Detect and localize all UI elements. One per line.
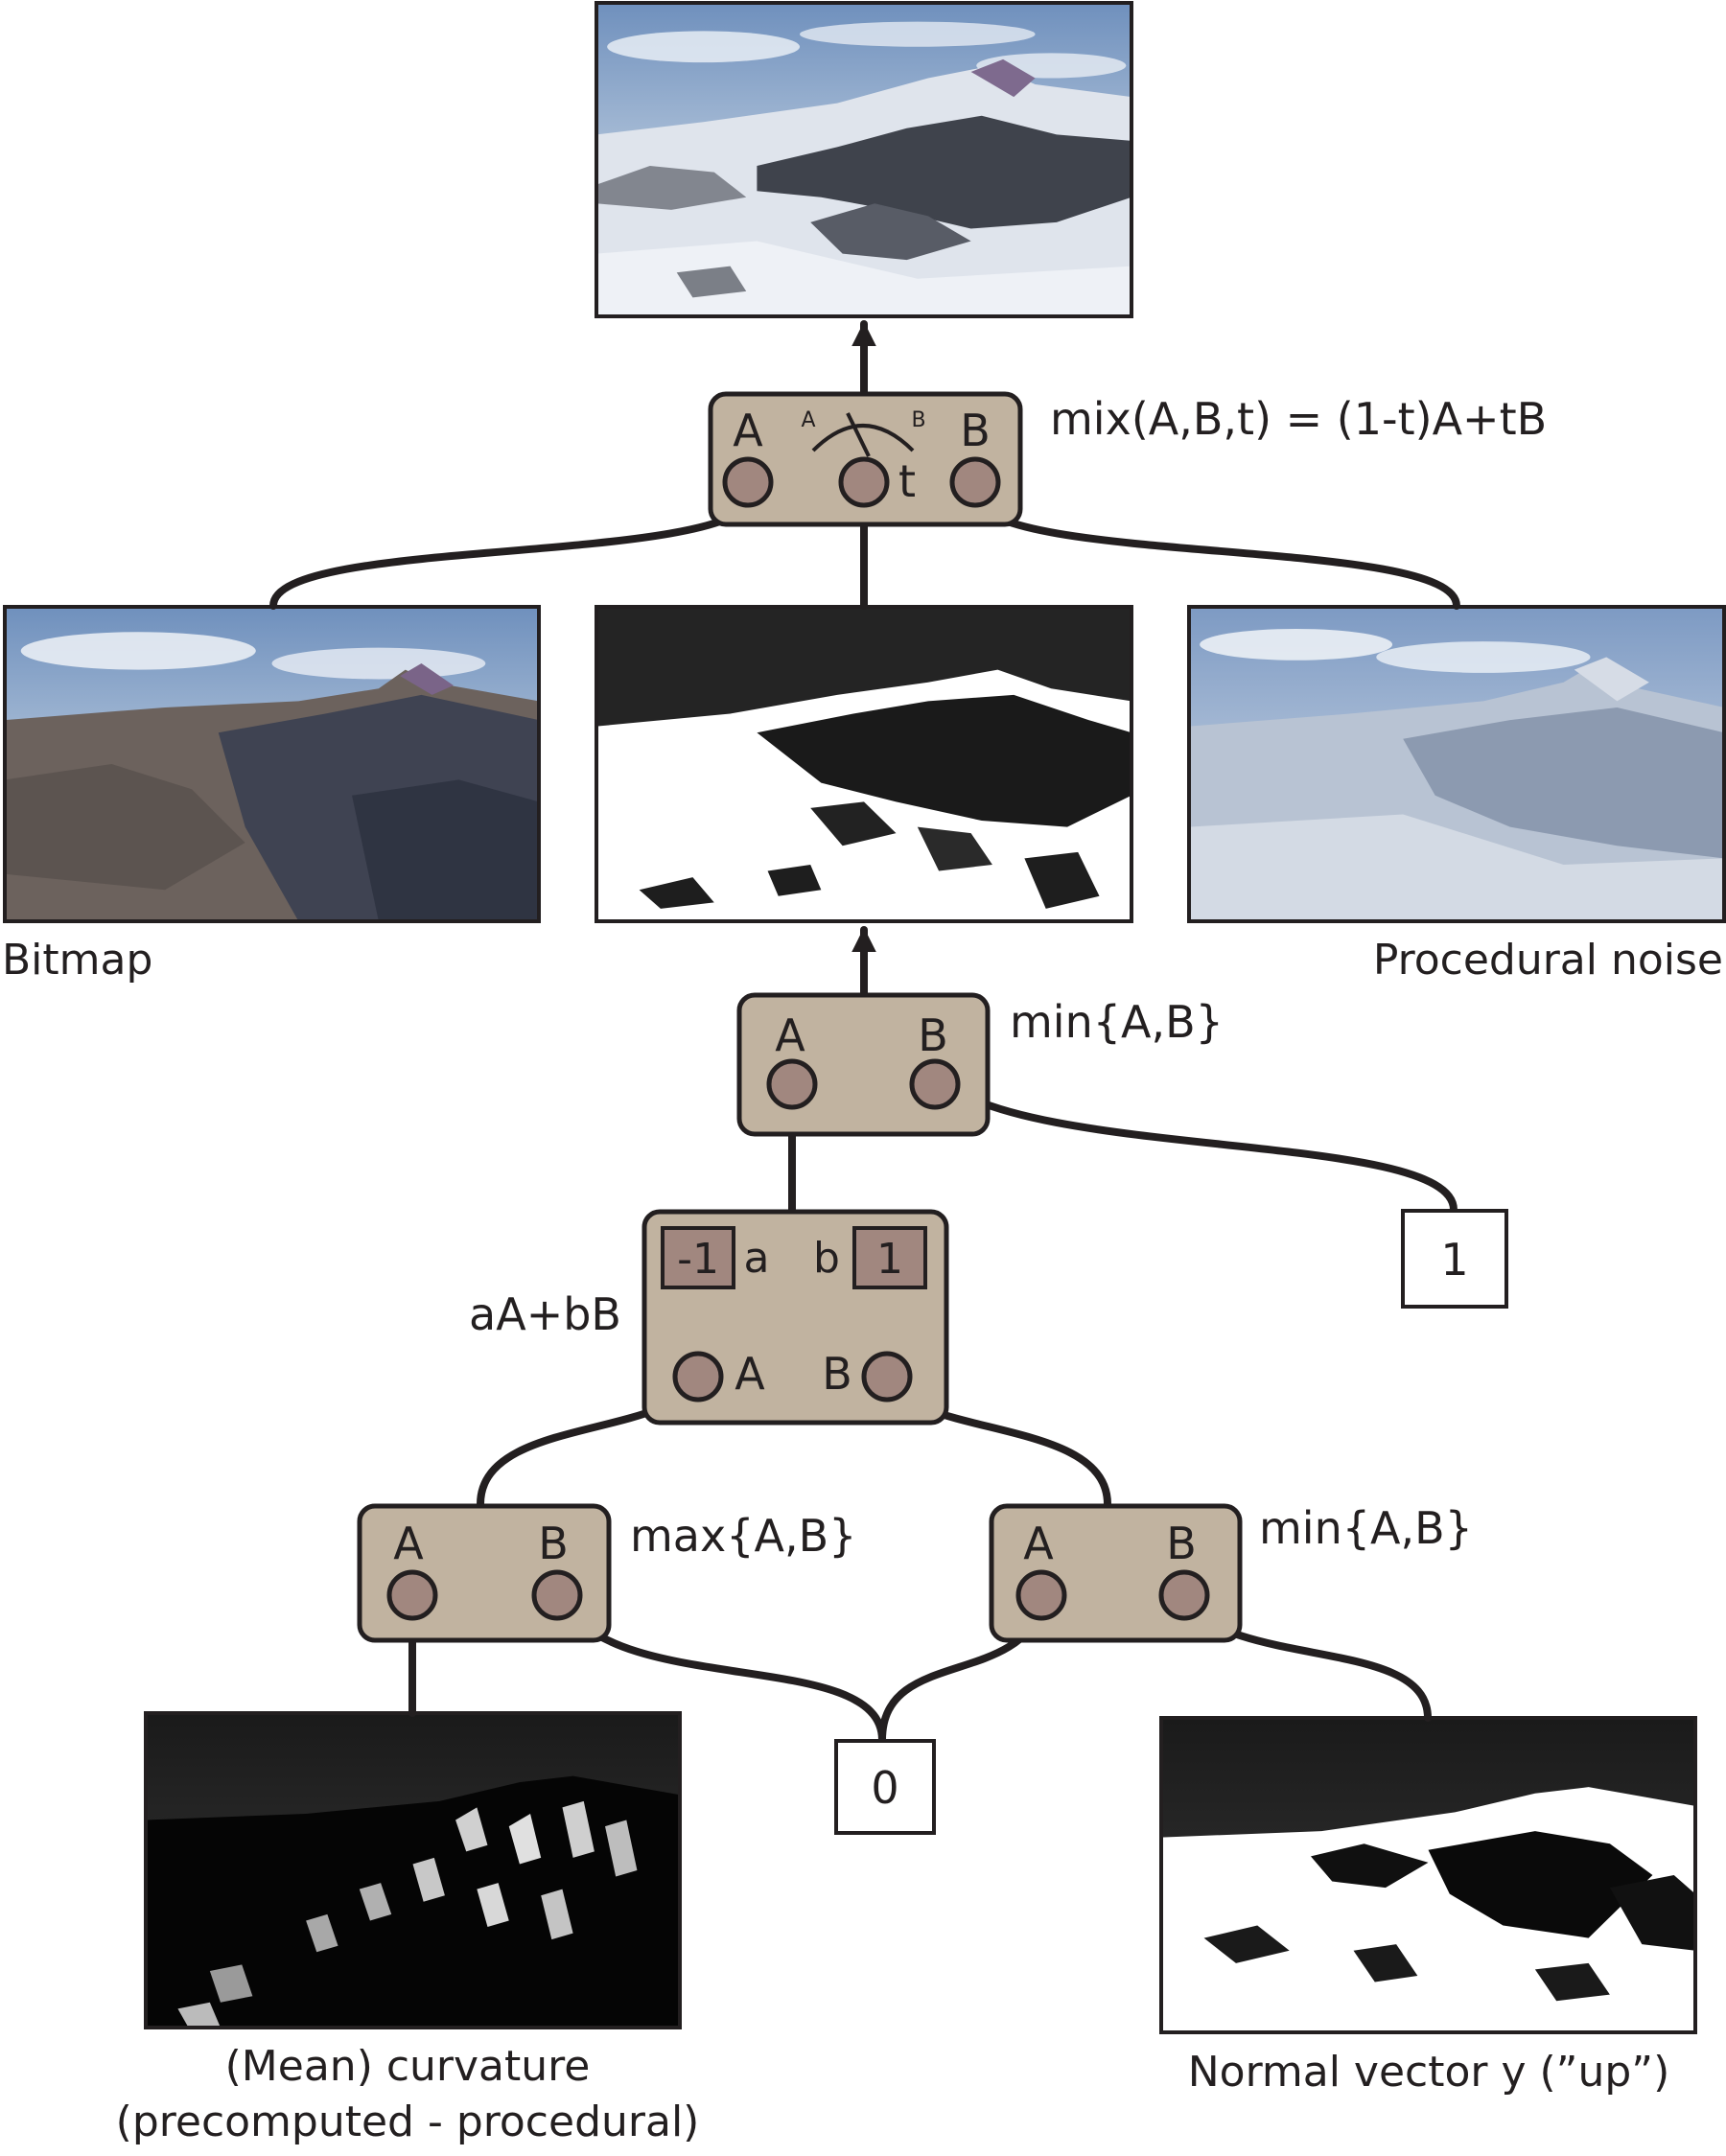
mix-socket-t[interactable] <box>838 456 890 508</box>
max-node[interactable]: A B <box>357 1503 612 1643</box>
final-render-image <box>595 1 1133 318</box>
min-bottom-formula-label: min{A,B} <box>1259 1502 1473 1554</box>
min-bottom-input-b-label: B <box>1166 1518 1197 1569</box>
const-one-to-min-top-b-wire <box>939 1078 1458 1214</box>
mix-input-a-label: A <box>733 405 763 456</box>
min-top-input-a-label: A <box>775 1009 805 1061</box>
noise-to-mix-b-wire <box>970 495 1460 610</box>
bitmap-to-mix-a-wire <box>269 495 758 610</box>
mix-input-t-label: t <box>898 455 916 507</box>
snow-mask-image <box>595 605 1133 923</box>
lincomb-param-b-box[interactable]: 1 <box>852 1226 927 1289</box>
min-bottom-input-a-label: A <box>1023 1518 1054 1569</box>
lincomb-param-a-value: -1 <box>677 1235 719 1284</box>
bitmap-caption: Bitmap <box>2 936 152 985</box>
lincomb-socket-a[interactable] <box>672 1351 724 1403</box>
mix-socket-a[interactable] <box>722 456 774 508</box>
min-top-node[interactable]: A B <box>736 992 991 1137</box>
mix-dial-b-label: B <box>911 408 925 432</box>
max-socket-a[interactable] <box>386 1569 438 1621</box>
mix-input-b-label: B <box>960 405 991 456</box>
curvature-image <box>144 1711 682 2029</box>
min-top-socket-a[interactable] <box>766 1058 818 1110</box>
min-bottom-socket-b[interactable] <box>1158 1569 1210 1621</box>
curvature-caption-line1: (Mean) curvature <box>225 2042 591 2091</box>
min-top-socket-b[interactable] <box>909 1058 961 1110</box>
max-formula-label: max{A,B} <box>630 1510 856 1562</box>
normal-y-caption: Normal vector y (”up”) <box>1188 2048 1670 2097</box>
procedural-noise-image <box>1187 605 1726 923</box>
lincomb-formula-label: aA+bB <box>469 1288 621 1340</box>
normal-y-image <box>1159 1716 1697 2034</box>
constant-one-value: 1 <box>1440 1234 1468 1286</box>
lincomb-param-b-name: b <box>813 1234 840 1283</box>
lincomb-node[interactable]: -1 a b 1 A B <box>641 1209 949 1426</box>
bitmap-image <box>3 605 541 923</box>
lincomb-input-b-label: B <box>822 1348 852 1400</box>
max-input-a-label: A <box>393 1518 424 1569</box>
max-socket-b[interactable] <box>531 1569 583 1621</box>
lincomb-socket-b[interactable] <box>861 1351 913 1403</box>
lincomb-input-a-label: A <box>735 1348 765 1400</box>
lincomb-param-a-name: a <box>744 1234 770 1283</box>
mix-dial-icon: A B <box>801 408 926 457</box>
constant-zero-value: 0 <box>871 1762 898 1814</box>
mix-node[interactable]: A B t A B <box>708 391 1023 527</box>
min-bottom-socket-a[interactable] <box>1015 1569 1067 1621</box>
constant-one-box[interactable]: 1 <box>1401 1209 1508 1309</box>
constant-zero-box[interactable]: 0 <box>834 1739 936 1835</box>
min-bottom-node[interactable]: A B <box>989 1503 1243 1643</box>
mix-dial-a-label: A <box>801 408 815 432</box>
min-top-input-b-label: B <box>918 1009 948 1061</box>
lincomb-param-a-box[interactable]: -1 <box>661 1226 735 1289</box>
mix-socket-b[interactable] <box>949 456 1001 508</box>
lincomb-param-b-value: 1 <box>876 1235 903 1284</box>
curvature-caption-line2: (precomputed - procedural) <box>116 2098 700 2146</box>
max-input-b-label: B <box>538 1518 569 1569</box>
min-top-formula-label: min{A,B} <box>1010 996 1224 1048</box>
procedural-noise-caption: Procedural noise <box>1373 936 1723 985</box>
mix-formula-label: mix(A,B,t) = (1-t)A+tB <box>1050 393 1547 445</box>
